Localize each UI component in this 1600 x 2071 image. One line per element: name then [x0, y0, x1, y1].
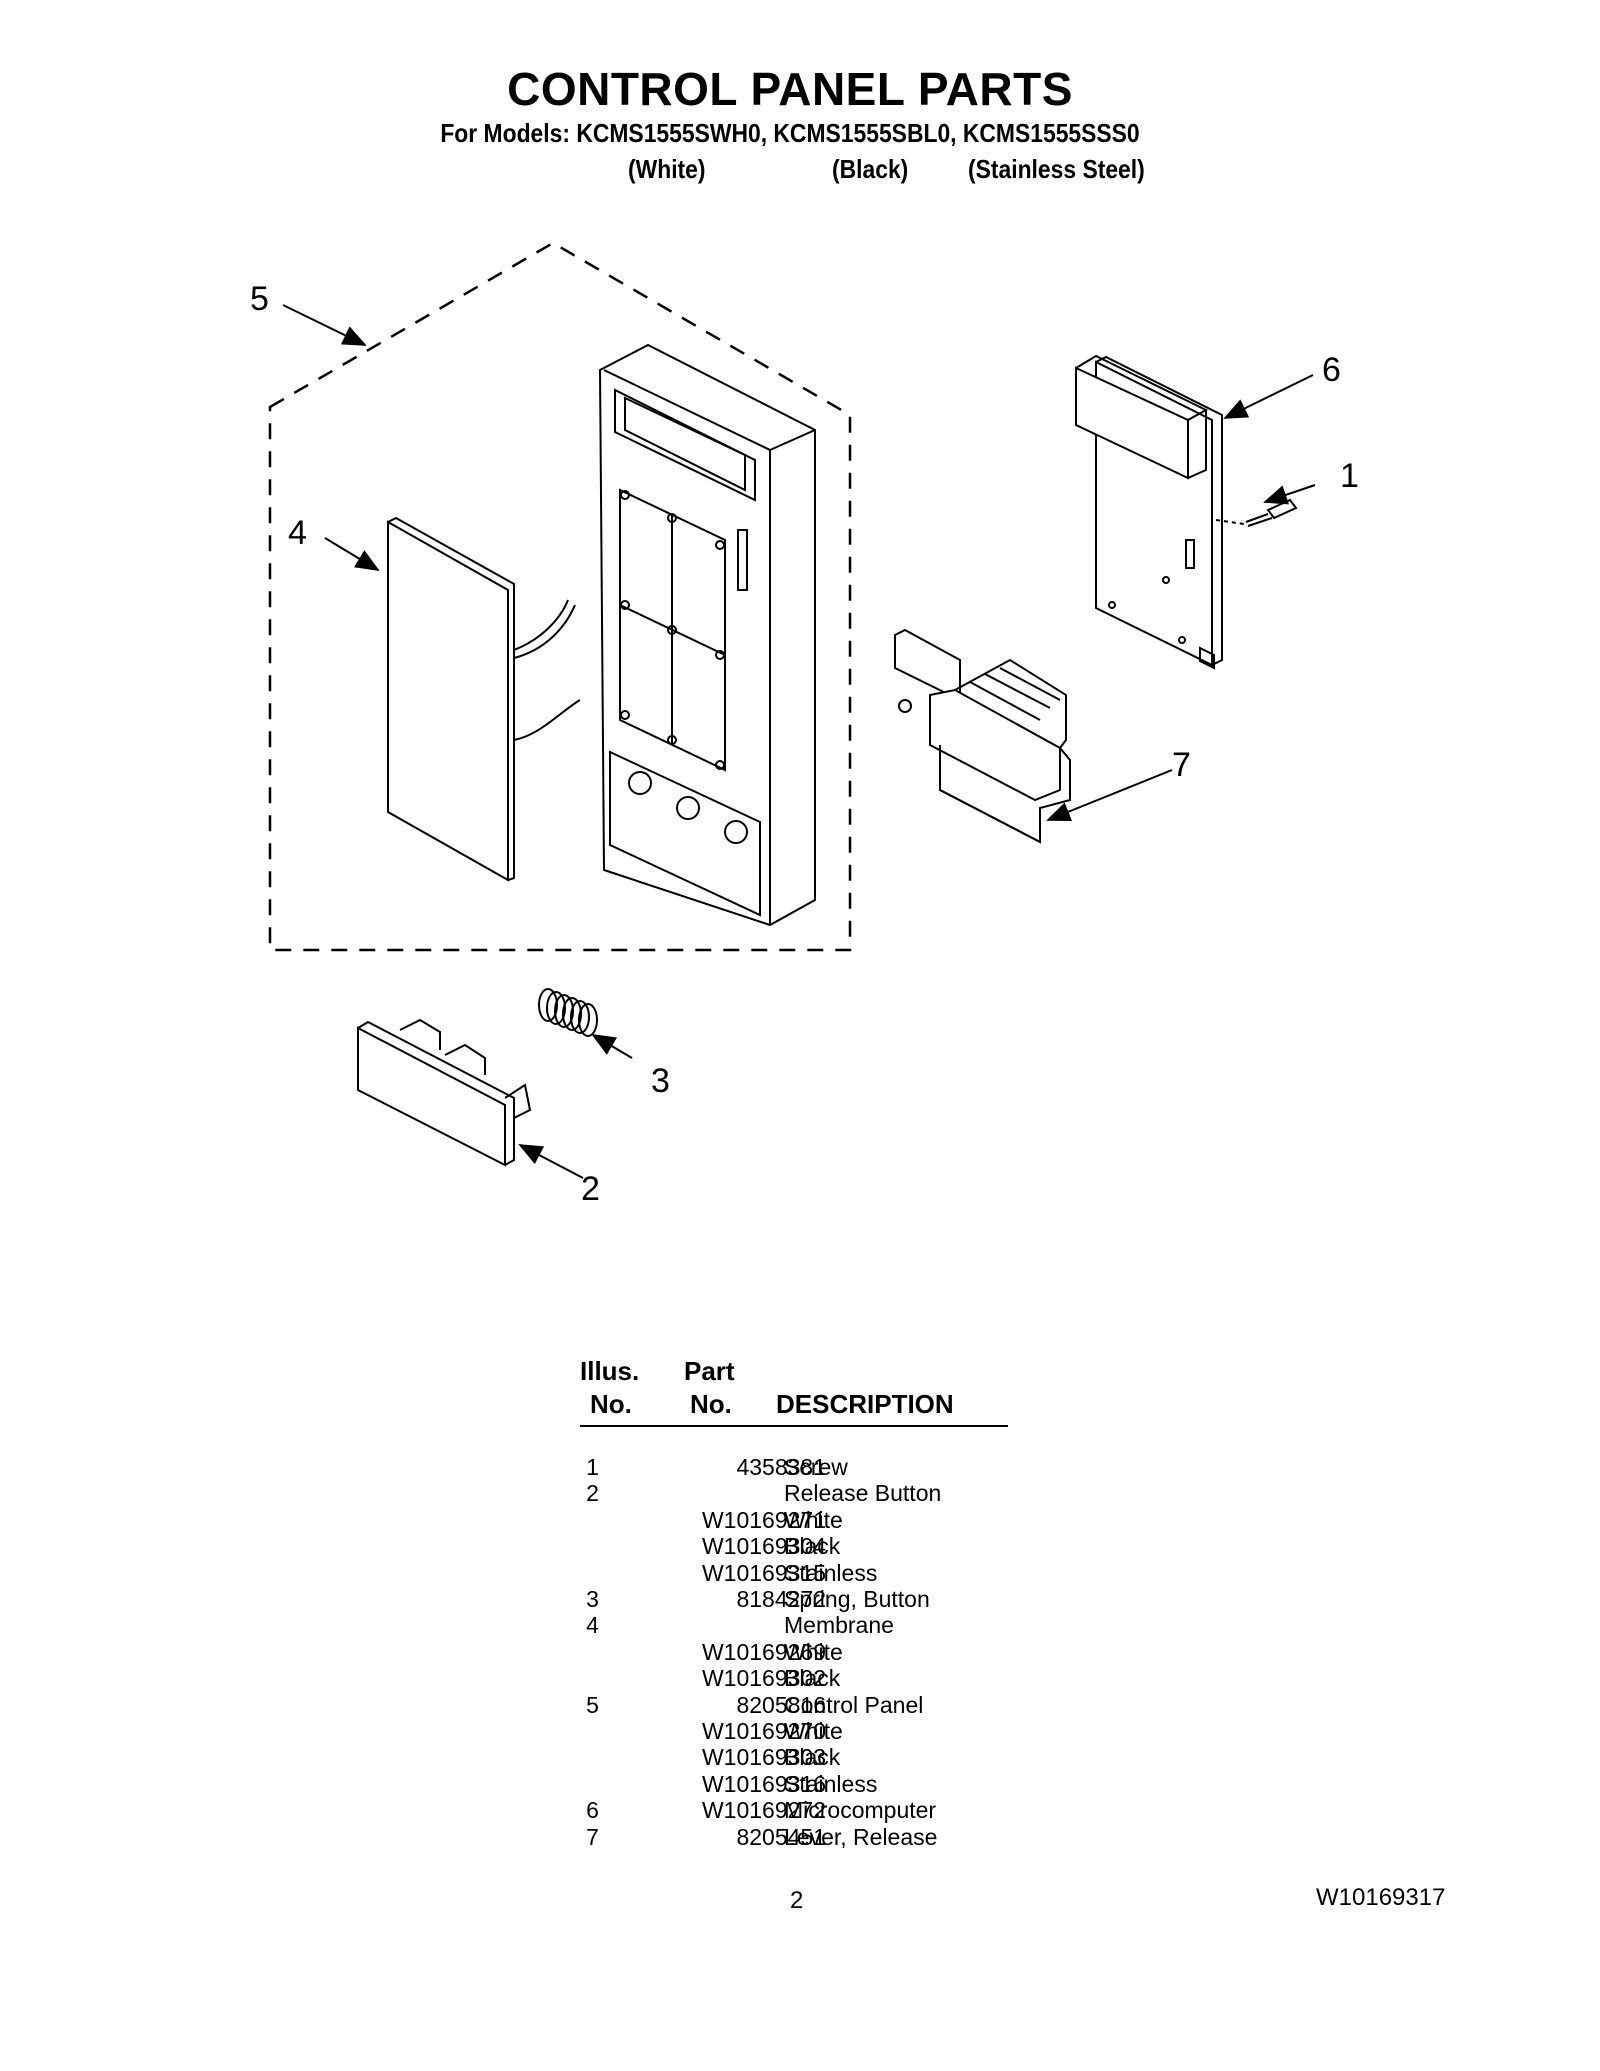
description-cell: Black — [784, 1533, 841, 1560]
description-cell: Spring, Button — [784, 1586, 930, 1612]
spring-part — [538, 988, 598, 1037]
description-cell: Stainless — [784, 1559, 878, 1586]
illus-cell: 2 — [586, 1480, 599, 1507]
callout-6: 6 — [1322, 351, 1341, 389]
part-number-cell: 8184272 — [736, 1586, 826, 1612]
part-number-cell: W10169270 — [701, 1718, 826, 1744]
page-number: 2 — [790, 1887, 804, 1914]
header-part-top: Part — [684, 1356, 735, 1386]
header-part-bottom: No. — [690, 1389, 732, 1419]
screw-part — [1215, 498, 1298, 527]
illus-cell: 6 — [586, 1797, 599, 1824]
part-number-cell: 8205816 — [736, 1691, 826, 1718]
description-cell: White — [784, 1718, 843, 1744]
description-cell: White — [784, 1506, 843, 1533]
illus-cell: 1 — [586, 1454, 599, 1480]
part-number-cell: W10169315 — [701, 1559, 826, 1586]
illus-cell: 7 — [586, 1823, 599, 1850]
description-cell: Black — [784, 1744, 841, 1771]
control-panel-part — [598, 343, 816, 927]
description-cell: Lever, Release — [784, 1823, 938, 1850]
variant-black-label: (Black) — [832, 154, 909, 184]
callout-7: 7 — [1172, 746, 1191, 784]
document-number: W10169317 — [1316, 1884, 1446, 1911]
description-cell: Stainless — [784, 1770, 878, 1797]
header-illus-top: Illus. — [580, 1356, 640, 1386]
part-number-cell: W10169272 — [701, 1797, 826, 1824]
variant-stainless-label: (Stainless Steel) — [968, 154, 1145, 184]
exploded-parts-diagram: 1 2 3 4 5 6 7 — [250, 241, 1359, 1208]
release-lever-part — [894, 628, 1071, 844]
microcomputer-part — [1075, 354, 1223, 670]
description-cell: Screw — [784, 1454, 848, 1480]
description-cell: Release Button — [784, 1480, 942, 1507]
description-cell: Black — [784, 1665, 841, 1692]
part-number-cell: W10169271 — [701, 1506, 826, 1533]
part-number-cell: W10169302 — [701, 1665, 826, 1692]
part-number-cell: 8205451 — [736, 1823, 826, 1850]
header-illus-bottom: No. — [590, 1389, 632, 1419]
description-cell: White — [784, 1638, 843, 1665]
variant-white-label: (White) — [628, 154, 706, 184]
part-number-cell: W10169304 — [701, 1533, 826, 1560]
models-subtitle: For Models: KCMS1555SWH0, KCMS1555SBL0, … — [440, 118, 1140, 148]
part-number-cell: W10169269 — [701, 1638, 826, 1665]
callout-1: 1 — [1340, 457, 1359, 495]
part-number-cell: 4358381 — [736, 1454, 826, 1480]
page-title: CONTROL PANEL PARTS — [507, 63, 1073, 115]
callout-4: 4 — [288, 514, 307, 552]
callout-2: 2 — [581, 1170, 600, 1208]
control-panel-assembly-outline — [268, 241, 852, 952]
description-cell: Membrane — [784, 1612, 894, 1639]
part-number-cell: W10169303 — [701, 1744, 826, 1771]
part-number-cell: W10169316 — [701, 1770, 826, 1797]
callout-5: 5 — [250, 280, 269, 318]
membrane-part — [387, 516, 581, 882]
release-button-part — [357, 1018, 532, 1167]
callout-3: 3 — [651, 1062, 670, 1100]
description-cell: Microcomputer — [784, 1797, 937, 1824]
illus-cell: 3 — [586, 1586, 599, 1612]
header-description: DESCRIPTION — [776, 1389, 954, 1419]
description-cell: Control Panel — [784, 1691, 924, 1718]
illus-cell: 5 — [586, 1691, 599, 1718]
table-header-rule — [580, 1425, 1008, 1427]
illus-cell: 4 — [586, 1612, 599, 1639]
